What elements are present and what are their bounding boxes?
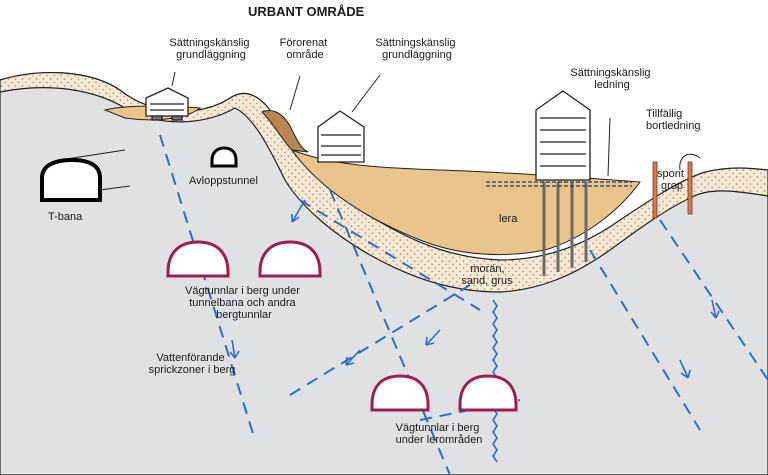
contaminated-area [261, 110, 309, 153]
road-tunnel-2 [258, 240, 322, 278]
metro-tunnel [40, 149, 131, 202]
house-middle [317, 110, 365, 163]
label-settlement-pipe: Sättningskänslig ledning [570, 67, 653, 91]
bedrock [0, 71, 768, 475]
label-contaminated: Förorenat område [280, 37, 331, 61]
leader-lines [171, 71, 701, 177]
label-foundation-left: Sättningskänslig grundläggning [169, 37, 252, 61]
foundation-piles [542, 182, 588, 276]
label-sheet-pile-pit: spont grop [657, 168, 687, 192]
road-tunnel-4 [458, 374, 518, 412]
label-temporary-diversion: Tillfällig bortledning [646, 108, 700, 132]
sheet-pile-right [687, 161, 693, 215]
tall-building [535, 90, 591, 181]
road-tunnel-3 [370, 374, 430, 412]
label-road-tunnels-upper: Vägtunnlar i berg under tunnelbana och a… [185, 285, 303, 321]
water-flow-arrows [229, 199, 720, 379]
title: URBANT OMRÅDE [248, 4, 365, 19]
road-tunnel-1 [166, 240, 230, 278]
label-clay: lera [499, 213, 518, 225]
house-left [145, 87, 189, 121]
label-water-zones: Vattenförande sprickzoner i berg [149, 352, 236, 376]
road-tunnels-lower [370, 374, 518, 412]
road-tunnels-upper [166, 240, 322, 278]
label-metro: T-bana [48, 211, 83, 223]
label-foundation-mid: Sättningskänslig grundläggning [375, 37, 458, 61]
sewer-tunnel [210, 146, 238, 168]
label-moraine: morän, sand, grus [461, 263, 513, 287]
sheet-pile-left [652, 161, 658, 219]
label-sewer-tunnel: Avloppstunnel [189, 175, 258, 187]
label-road-tunnels-lower: Vägtunnlar i berg under lerområden [396, 422, 483, 446]
